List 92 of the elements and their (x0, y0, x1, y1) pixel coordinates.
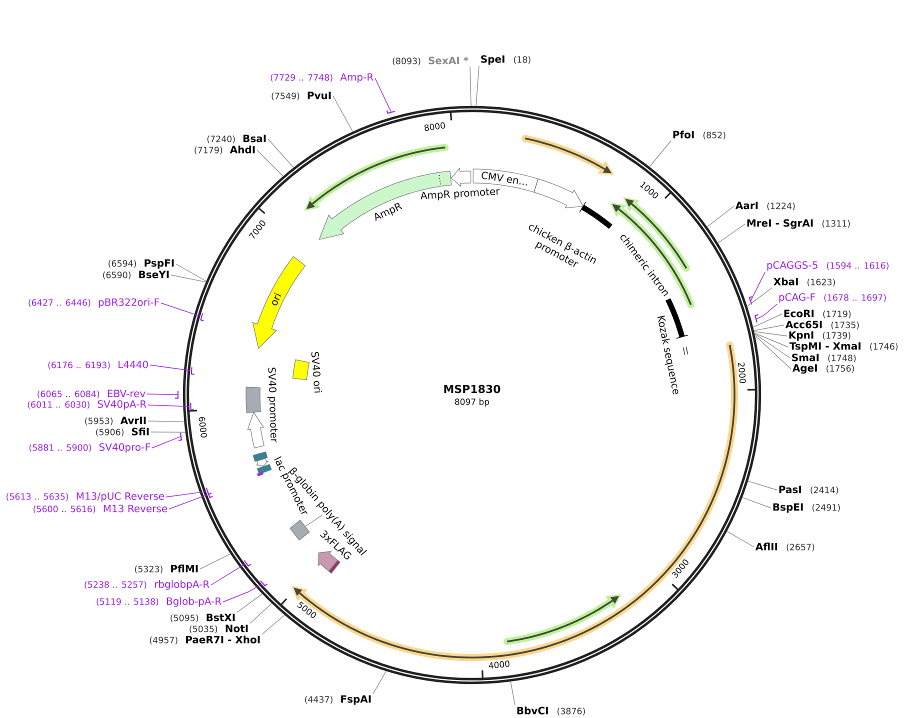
leader-line (754, 333, 790, 358)
leader-line (756, 304, 778, 320)
primer-label: (5600 .. 5616) M13 Reverse (34, 504, 168, 514)
site-label: BspEI (2491) (773, 503, 840, 513)
leader-line (148, 420, 185, 422)
site-label: (5906) SfiI (96, 428, 149, 436)
leader-line (753, 324, 784, 332)
tick-label: 4000 (488, 660, 510, 668)
plasmid-name: MSP1830 (444, 384, 500, 394)
leader-line (470, 66, 472, 106)
leader-line (200, 553, 231, 570)
site-label: MreI - SgrAI (1311) (747, 219, 850, 229)
leader-line (256, 150, 284, 177)
site-label: (7179) AhdI (194, 146, 255, 154)
leader-line (146, 394, 178, 395)
feature-glyph: ori (252, 256, 306, 350)
primer-label: pCAGGS-5 (1594 .. 1616) (767, 261, 888, 271)
leader-line (166, 491, 206, 498)
site-label: Acc65I (1735) (785, 320, 859, 330)
site-label: XbaI (1623) (774, 278, 835, 286)
site-label: (5323) PflMI (135, 564, 198, 574)
primer-label: pCAG-F (1678 .. 1697) (779, 293, 886, 303)
leader-line (236, 593, 263, 613)
primer-label: (6427 .. 6446) pBR322ori-F (28, 298, 160, 308)
leader-line (510, 681, 516, 706)
site-label: BbvCI (3876) (517, 706, 585, 716)
primer-label: (5881 .. 5900) SV40pro-F (29, 443, 150, 453)
site-label: KpnI (1739) (789, 331, 850, 341)
site-label: (6594) PspFI (108, 259, 174, 269)
site-label: PasI (2414) (779, 486, 838, 494)
site-label: (7240) BsaI (207, 134, 266, 144)
primer-label: (5119 .. 5138) Bglob-pA-R (96, 597, 222, 607)
primer-label: (5238 .. 5257) rbglobpA-R (84, 580, 210, 590)
leader-line (332, 96, 354, 132)
leader-line (748, 480, 778, 490)
leader-line (754, 331, 788, 336)
leader-line (476, 66, 480, 106)
leader-line (210, 564, 246, 586)
primer-label: (7729 .. 7748) Amp-R (270, 73, 374, 83)
leader-line (754, 334, 792, 370)
site-label: (8093) SexAI * (392, 56, 468, 66)
leader-line (742, 497, 772, 508)
site-label: (6590) BseYI (103, 270, 169, 280)
leader-line (150, 364, 190, 371)
site-label: (5095) BstXI (170, 614, 235, 622)
site-label: SpeI (18) (481, 55, 530, 65)
site-label: TspMI - XmaI (1746) (789, 342, 898, 352)
leader-line (372, 670, 387, 694)
primer-label: (6011 .. 6030) SV40pA-R (28, 400, 146, 410)
leader-line (754, 332, 788, 348)
tick-label: 2000 (738, 362, 746, 384)
leader-line (726, 530, 754, 548)
tick-label: 6000 (198, 417, 208, 438)
site-label: AarI (1224) (735, 202, 795, 210)
feature-label: SV40 ori (311, 352, 322, 393)
leader-line (374, 78, 392, 113)
leader-line (170, 274, 206, 282)
leader-line (150, 432, 186, 433)
primer-label: (6065 .. 6084) EBV-rev (38, 390, 146, 398)
primer-label: (6176 .. 6193) L4440 (48, 360, 148, 370)
site-label: AgeI (1756) (792, 364, 854, 374)
leader-line (160, 302, 201, 317)
site-label: (4437) FspAI (305, 695, 371, 705)
site-label: (5953) AvrII (85, 416, 146, 426)
site-label: (5035) NotI (190, 624, 248, 634)
sequence-length: 8097 bp (455, 398, 490, 407)
leader-line (250, 603, 272, 624)
site-label: (4957) PaeR7I - XhoI (150, 636, 260, 644)
leader-line (718, 224, 746, 244)
leader-line (649, 140, 672, 168)
leader-line (176, 264, 207, 282)
site-label: PfoI (852) (673, 130, 726, 140)
leader-line (752, 314, 782, 328)
tick-label: 8000 (424, 122, 445, 131)
leader-line (750, 272, 766, 302)
leader-line (746, 287, 772, 307)
leader-line (706, 206, 734, 228)
leader-line (148, 404, 190, 407)
site-label: SmaI (1748) (792, 354, 856, 362)
leader-line (168, 494, 208, 510)
feature-label: SV40 promoter (267, 368, 278, 442)
leader-line (222, 584, 262, 602)
leader-line (268, 138, 294, 168)
site-label: EcoRI (1719) (784, 310, 851, 318)
feature-box (290, 520, 310, 540)
feature-label: Kozak sequence (657, 316, 678, 394)
primer-label: (5613 .. 5635) M13/pUC Reverse (6, 492, 164, 502)
leader-line (262, 614, 286, 635)
leader-line (305, 514, 323, 527)
leader-line (152, 436, 182, 448)
site-label: (7549) PvuI (272, 92, 331, 100)
site-label: AflII (2657) (755, 542, 814, 552)
